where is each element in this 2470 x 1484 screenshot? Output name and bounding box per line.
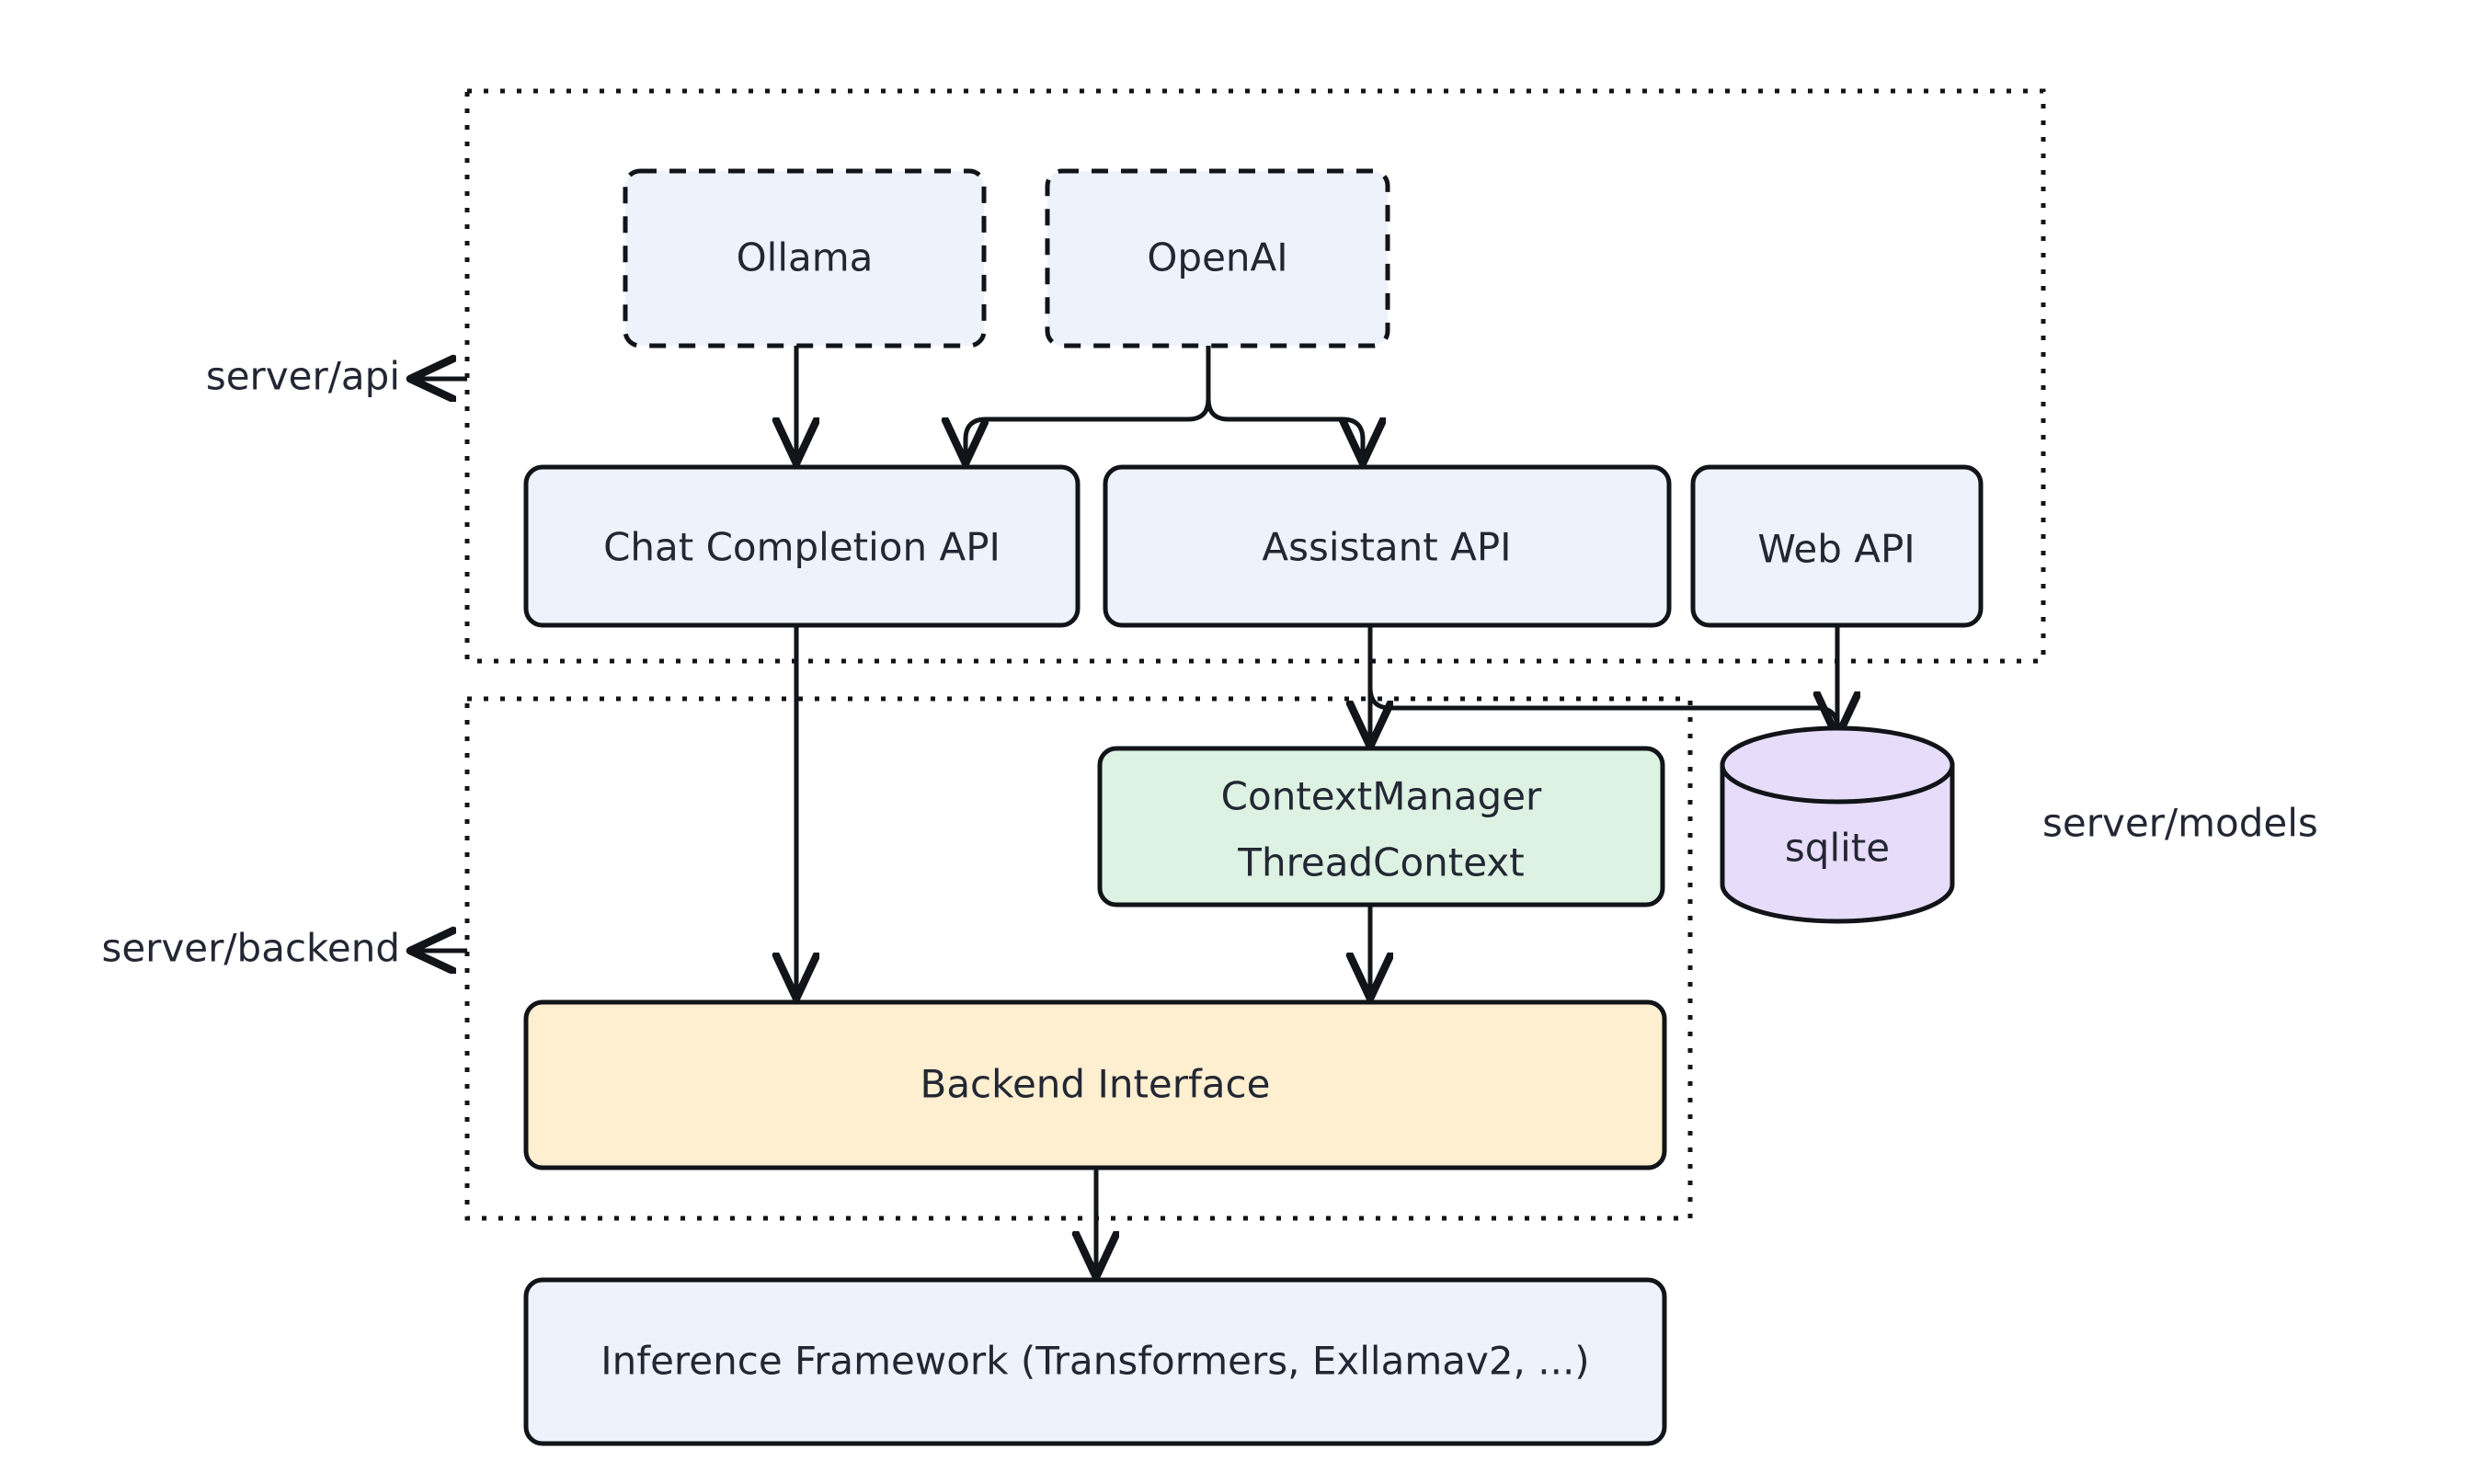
node-openai[interactable]: OpenAI (1045, 168, 1390, 348)
node-inference-framework-label: Inference Framework (Transformers, Exlla… (600, 1339, 1589, 1384)
node-chat-completion-api[interactable]: Chat Completion API (523, 464, 1081, 628)
node-sqlite[interactable]: sqlite (1720, 725, 1955, 924)
node-assistant-api[interactable]: Assistant API (1103, 464, 1672, 628)
node-context-manager-label-line-2: ThreadContext (1237, 840, 1524, 885)
node-backend-interface[interactable]: Backend Interface (523, 999, 1667, 1170)
group-label-server-backend: server/backend (101, 926, 467, 971)
node-chat-completion-api-label: Chat Completion API (603, 525, 1001, 570)
group-container-server-backend (464, 696, 1693, 1221)
node-web-api-label: Web API (1757, 527, 1915, 572)
node-backend-interface-label: Backend Interface (921, 1062, 1271, 1107)
node-context-manager[interactable]: ContextManager ThreadContext (1097, 746, 1665, 908)
group-label-server-backend-text: server/backend (101, 926, 400, 971)
node-web-api[interactable]: Web API (1690, 464, 1984, 628)
node-context-manager-label-line-1: ContextManager (1221, 774, 1542, 819)
node-ollama-label: Ollama (737, 235, 874, 280)
node-inference-framework[interactable]: Inference Framework (Transformers, Exlla… (523, 1277, 1667, 1446)
node-openai-label: OpenAI (1147, 235, 1287, 280)
group-container-server-api (464, 88, 2046, 664)
node-ollama[interactable]: Ollama (623, 168, 987, 348)
edge-assistant-api-to-sqlite (1367, 624, 1840, 736)
edge-openai-to-chat-completion-api (966, 346, 1211, 460)
node-sqlite-label: sqlite (1785, 826, 1890, 871)
group-label-server-api: server/api (206, 354, 467, 399)
group-label-server-models: server/models (2042, 801, 2318, 846)
node-assistant-api-label: Assistant API (1262, 525, 1511, 570)
group-label-server-api-text: server/api (206, 354, 400, 399)
group-label-server-models-text: server/models (2042, 801, 2318, 846)
edge-openai-to-assistant-api (1206, 346, 1363, 460)
